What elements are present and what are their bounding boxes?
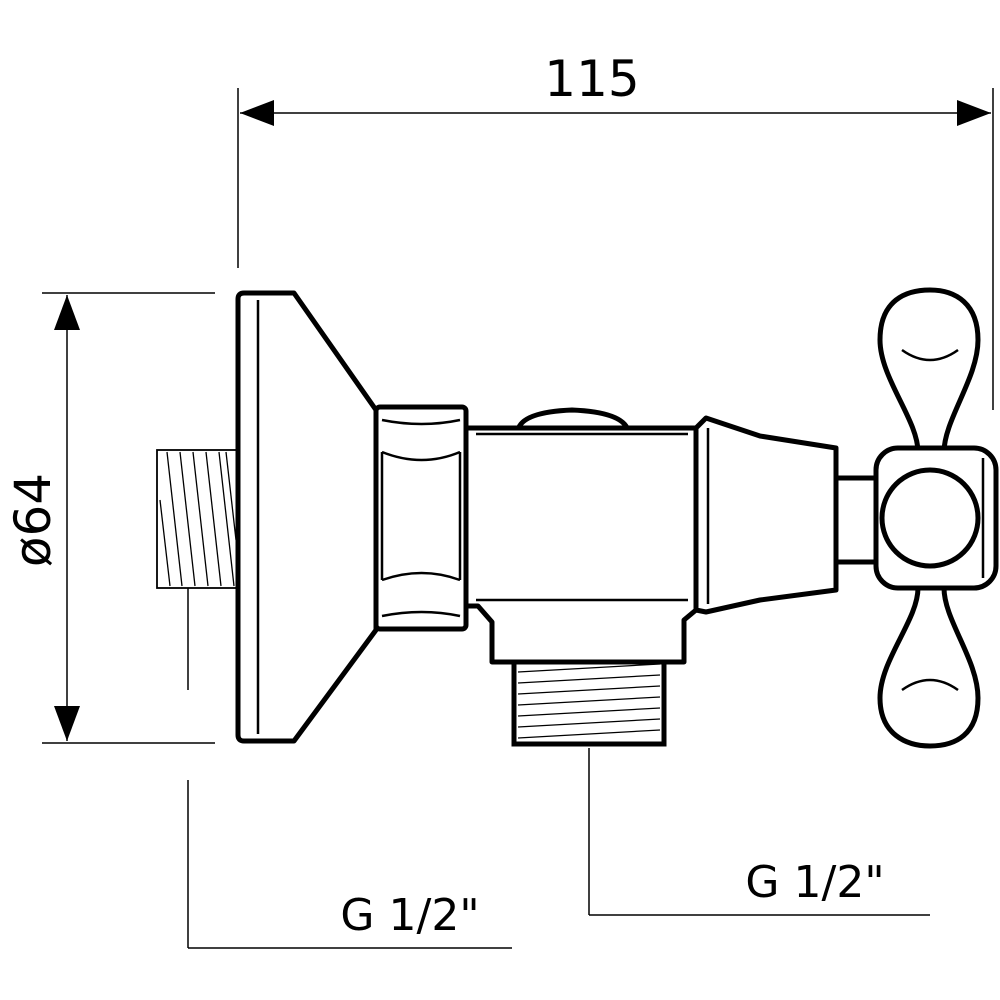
outlet-thread-stub bbox=[511, 657, 667, 747]
width-arrow-right bbox=[957, 100, 991, 126]
wall-thread-callout: G 1/2" bbox=[187, 588, 512, 949]
cross-handle bbox=[873, 287, 999, 749]
outlet-thread-label: G 1/2" bbox=[745, 857, 884, 908]
diameter-dimension: ø64 bbox=[4, 292, 215, 744]
outlet-thread-callout: G 1/2" bbox=[588, 748, 930, 916]
wall-thread-stub bbox=[156, 449, 238, 589]
diameter-arrow-top bbox=[54, 295, 80, 330]
valve-bonnet bbox=[693, 415, 839, 615]
width-arrow-left bbox=[240, 100, 274, 126]
handle-center-cap bbox=[879, 467, 981, 569]
wall-flange bbox=[235, 290, 379, 744]
body-top-dome bbox=[515, 407, 631, 433]
handle-lever-top bbox=[877, 287, 981, 455]
diameter-dimension-text: ø64 bbox=[4, 473, 62, 567]
width-dimension-text: 115 bbox=[544, 50, 639, 108]
diameter-arrow-bottom bbox=[54, 706, 80, 741]
hex-nut bbox=[373, 404, 469, 632]
spindle bbox=[833, 475, 883, 565]
wall-thread-label: G 1/2" bbox=[340, 890, 479, 941]
handle-lever-bottom bbox=[877, 585, 981, 749]
width-dimension: 115 bbox=[237, 50, 994, 410]
valve-body bbox=[463, 425, 699, 665]
